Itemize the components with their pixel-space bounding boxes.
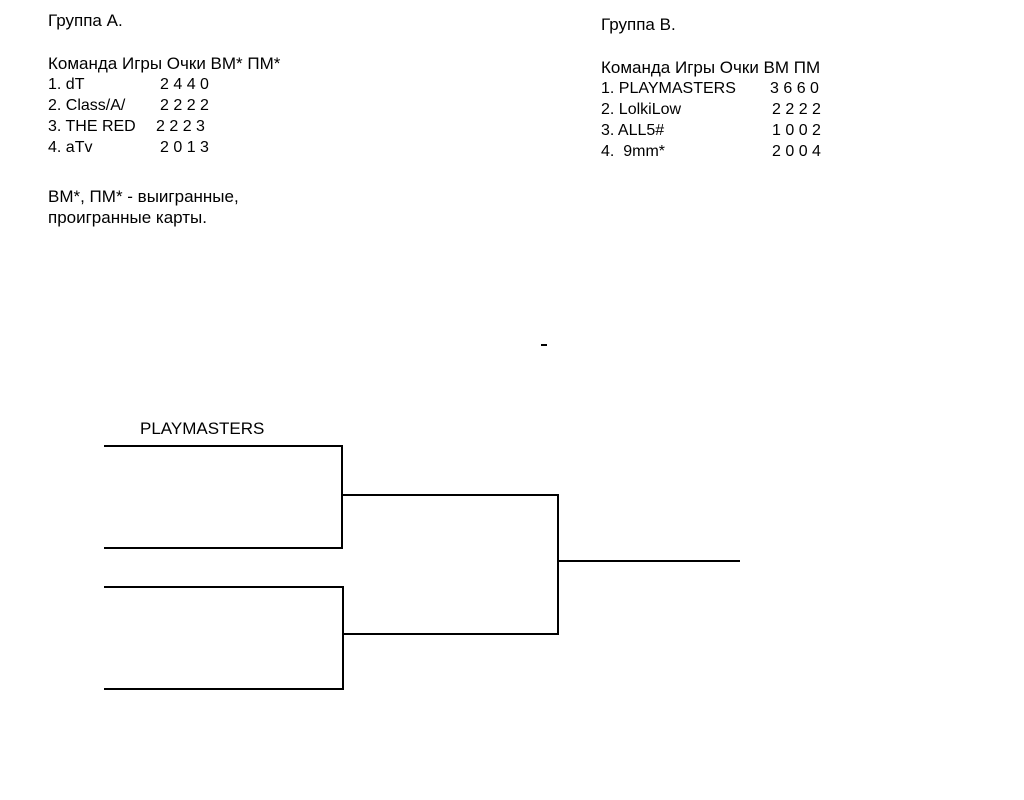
bracket-slot-line-1 xyxy=(104,445,343,447)
legend-footnote: ВМ*, ПМ* - выигранные, проигранные карты… xyxy=(48,187,239,227)
bracket-seed-label: PLAYMASTERS xyxy=(140,419,265,438)
team-stats: 2 4 4 0 xyxy=(160,76,209,93)
team-name: 1. dT xyxy=(48,76,85,93)
bracket-connector-upper xyxy=(341,445,343,549)
team-stats: 1 0 0 2 xyxy=(772,122,821,139)
team-name: 2. Class/A/ xyxy=(48,97,126,114)
bracket-connector-lower xyxy=(342,586,344,690)
team-name: 4. aTv xyxy=(48,139,93,156)
team-stats: 2 2 2 3 xyxy=(156,118,205,135)
bracket-semifinal-line-upper xyxy=(341,494,559,496)
bracket-champion-line xyxy=(557,560,740,562)
group-b-title: Группа В. xyxy=(601,15,676,34)
team-stats: 2 2 2 2 xyxy=(772,101,821,118)
team-stats: 3 6 6 0 xyxy=(770,80,819,97)
bracket-connector-final xyxy=(557,494,559,635)
team-name: 2. LolkiLow xyxy=(601,101,682,118)
team-stats: 2 0 1 3 xyxy=(160,139,209,156)
team-stats: 2 0 0 4 xyxy=(772,143,821,160)
team-name: 3. ALL5# xyxy=(601,122,665,139)
team-name: 1. PLAYMASTERS xyxy=(601,80,736,97)
bracket-slot-line-2 xyxy=(104,547,343,549)
team-stats: 2 2 2 2 xyxy=(160,97,209,114)
group-a-column-headers: Команда Игры Очки ВМ* ПМ* xyxy=(48,54,281,73)
bracket-slot-line-3 xyxy=(104,586,343,588)
team-name: 4. 9mm* xyxy=(601,143,666,160)
bracket-slot-line-4 xyxy=(104,688,344,690)
group-b-column-headers: Команда Игры Очки ВМ ПМ xyxy=(601,58,821,77)
team-name: 3. THE RED xyxy=(48,118,136,135)
bracket-semifinal-line-lower xyxy=(342,633,559,635)
stray-dash-artifact xyxy=(541,344,547,346)
group-a-title: Группа А. xyxy=(48,11,123,30)
